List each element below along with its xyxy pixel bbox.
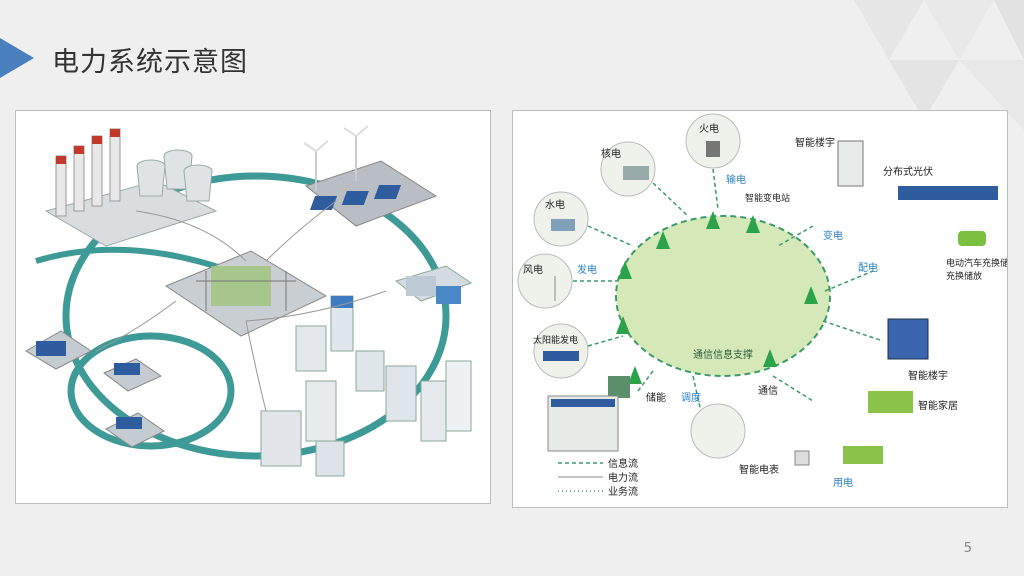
svg-text:充换储放: 充换储放	[946, 270, 982, 282]
grid-illustration-svg	[16, 111, 490, 503]
label-generation: 发电	[577, 263, 597, 276]
label-storage: 储能	[646, 391, 666, 404]
svg-text:智能电表: 智能电表	[739, 463, 779, 476]
label-consumption: 用电	[833, 476, 853, 489]
power-plant	[46, 129, 216, 246]
label-transform: 变电	[823, 229, 843, 242]
svg-text:智能家居: 智能家居	[918, 399, 958, 412]
smart-grid-svg: 通信信息支撑 火电 核电 水电	[513, 111, 1007, 507]
legend: 信息流 电力流 业务流	[558, 457, 638, 498]
svg-text:火电: 火电	[699, 122, 719, 135]
svg-text:核电: 核电	[601, 147, 621, 160]
svg-text:太阳能发电: 太阳能发电	[533, 334, 578, 346]
legend-info-flow: 信息流	[608, 457, 638, 470]
svg-text:电动汽车充换储放: 电动汽车充换储放	[946, 257, 1007, 269]
svg-text:智能楼宇: 智能楼宇	[908, 369, 948, 382]
label-dispatch: 调度	[681, 391, 701, 404]
label-substation: 智能变电站	[745, 192, 790, 204]
title-marker	[0, 38, 34, 78]
svg-text:分布式光伏: 分布式光伏	[883, 165, 933, 178]
svg-text:风电: 风电	[523, 263, 543, 276]
smart-grid-diagram: 通信信息支撑 火电 核电 水电	[512, 110, 1008, 508]
page-number: 5	[964, 541, 972, 556]
slide-title: 电力系统示意图	[52, 40, 248, 79]
label-distribution: 配电	[858, 261, 878, 274]
center-label: 通信信息支撑	[693, 348, 753, 361]
svg-text:水电: 水电	[545, 198, 565, 211]
svg-text:智能楼宇: 智能楼宇	[795, 136, 835, 149]
label-transmission: 输电	[726, 173, 746, 186]
power-grid-illustration	[15, 110, 491, 504]
legend-power-flow: 电力流	[608, 471, 638, 484]
legend-business-flow: 业务流	[608, 485, 638, 498]
wind-solar-farm	[304, 126, 436, 226]
city-buildings	[261, 296, 471, 476]
industrial-blocks	[396, 266, 471, 304]
label-communication: 通信	[758, 385, 778, 397]
